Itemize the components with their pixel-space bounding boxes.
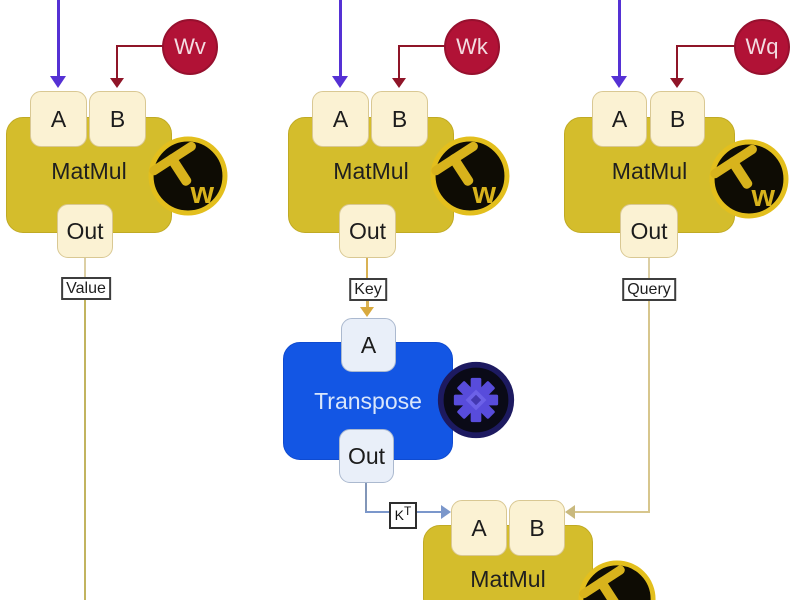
node-matmul-attention-title: MatMul xyxy=(470,566,546,592)
edge-input-to-matmul-value xyxy=(57,0,60,77)
edge-transpose-out-vertical xyxy=(365,483,367,512)
port-matmul-query-b[interactable]: B xyxy=(650,91,705,147)
weight-label: Wv xyxy=(174,34,206,59)
edge-kt-to-a-arrowhead xyxy=(441,504,451,519)
port-matmul-attention-a[interactable]: A xyxy=(451,500,507,556)
port-matmul-value-b[interactable]: B xyxy=(89,91,146,147)
port-label: B xyxy=(391,105,408,132)
query-label: Query xyxy=(627,281,671,298)
port-matmul-key-b[interactable]: B xyxy=(371,91,428,147)
edge-out-to-key-label xyxy=(366,258,368,278)
edge-wv-to-b-horizontal xyxy=(117,45,163,47)
port-label: B xyxy=(529,514,545,541)
port-label: B xyxy=(109,105,126,132)
port-matmul-value-a[interactable]: A xyxy=(30,91,87,147)
port-label: Out xyxy=(348,217,387,244)
edge-query-horizontal xyxy=(575,511,650,513)
port-matmul-key-out[interactable]: Out xyxy=(339,204,396,258)
weight-node-wk[interactable]: Wk xyxy=(444,19,500,75)
edge-query-vertical xyxy=(648,298,650,513)
svg-text:w: w xyxy=(751,180,776,213)
port-label: Out xyxy=(347,442,386,469)
value-label-box[interactable]: Value xyxy=(61,277,111,300)
port-matmul-query-a[interactable]: A xyxy=(592,91,647,147)
edge-wq-to-b-horizontal xyxy=(677,45,735,47)
edge-key-to-transpose-arrowhead xyxy=(360,307,374,317)
port-matmul-value-out[interactable]: Out xyxy=(57,204,113,258)
key-label-box[interactable]: Key xyxy=(349,278,387,301)
tw-logo-badge-icon[interactable]: w xyxy=(146,134,230,218)
edge-input-to-matmul-key xyxy=(339,0,342,77)
tw-logo-badge-icon[interactable]: w xyxy=(428,134,512,218)
edge-query-to-b-arrowhead xyxy=(565,505,575,519)
edge-wq-to-b-vertical xyxy=(676,45,678,78)
weight-label: Wk xyxy=(456,34,488,59)
value-label: Value xyxy=(66,280,106,297)
weight-node-wv[interactable]: Wv xyxy=(162,19,218,75)
kt-edge-label-box[interactable]: KT xyxy=(389,502,417,529)
edge-out-to-value-label xyxy=(84,258,86,278)
edge-wk-to-b-vertical xyxy=(398,45,400,78)
port-label: A xyxy=(471,514,487,541)
port-matmul-query-out[interactable]: Out xyxy=(620,204,678,258)
edge-wv-to-b-vertical xyxy=(116,45,118,78)
port-label: A xyxy=(50,105,67,132)
port-label: A xyxy=(360,331,377,358)
port-label: Out xyxy=(66,217,104,244)
port-transpose-out[interactable]: Out xyxy=(339,429,394,483)
weight-node-wq[interactable]: Wq xyxy=(734,19,790,75)
tw-logo-badge-icon[interactable]: w xyxy=(576,558,658,600)
node-matmul-value-title: MatMul xyxy=(51,158,127,184)
port-label: Out xyxy=(630,217,668,244)
port-transpose-a[interactable]: A xyxy=(341,318,396,372)
node-matmul-key-title: MatMul xyxy=(333,158,409,184)
snowflake-cube-badge-icon[interactable] xyxy=(435,359,517,441)
svg-text:w: w xyxy=(190,177,215,210)
kt-superscript: T xyxy=(404,504,412,518)
edge-wk-to-b-horizontal xyxy=(399,45,445,47)
edge-input-to-matmul-query xyxy=(618,0,621,77)
node-transpose-title: Transpose xyxy=(314,388,422,414)
port-matmul-key-a[interactable]: A xyxy=(312,91,369,147)
tw-logo-badge-icon[interactable]: w xyxy=(707,137,791,221)
node-matmul-query-title: MatMul xyxy=(611,158,688,184)
edge-input-to-matmul-value-arrowhead xyxy=(50,76,66,88)
svg-text:w: w xyxy=(472,177,497,210)
edge-wq-to-b-arrowhead xyxy=(670,78,684,88)
key-label: Key xyxy=(354,281,382,298)
edge-value-output xyxy=(84,296,86,600)
port-label: B xyxy=(669,105,686,132)
kt-base: K xyxy=(394,507,404,523)
edge-input-to-matmul-query-arrowhead xyxy=(611,76,627,88)
edge-wv-to-b-arrowhead xyxy=(110,78,124,88)
port-matmul-attention-b[interactable]: B xyxy=(509,500,565,556)
edge-wk-to-b-arrowhead xyxy=(392,78,406,88)
query-label-box[interactable]: Query xyxy=(622,278,676,301)
edge-out-to-query-label xyxy=(648,258,650,278)
port-label: A xyxy=(611,105,628,132)
edge-key-to-transpose xyxy=(366,297,369,308)
edge-input-to-matmul-key-arrowhead xyxy=(332,76,348,88)
weight-label: Wq xyxy=(745,34,779,59)
port-label: A xyxy=(332,105,349,132)
